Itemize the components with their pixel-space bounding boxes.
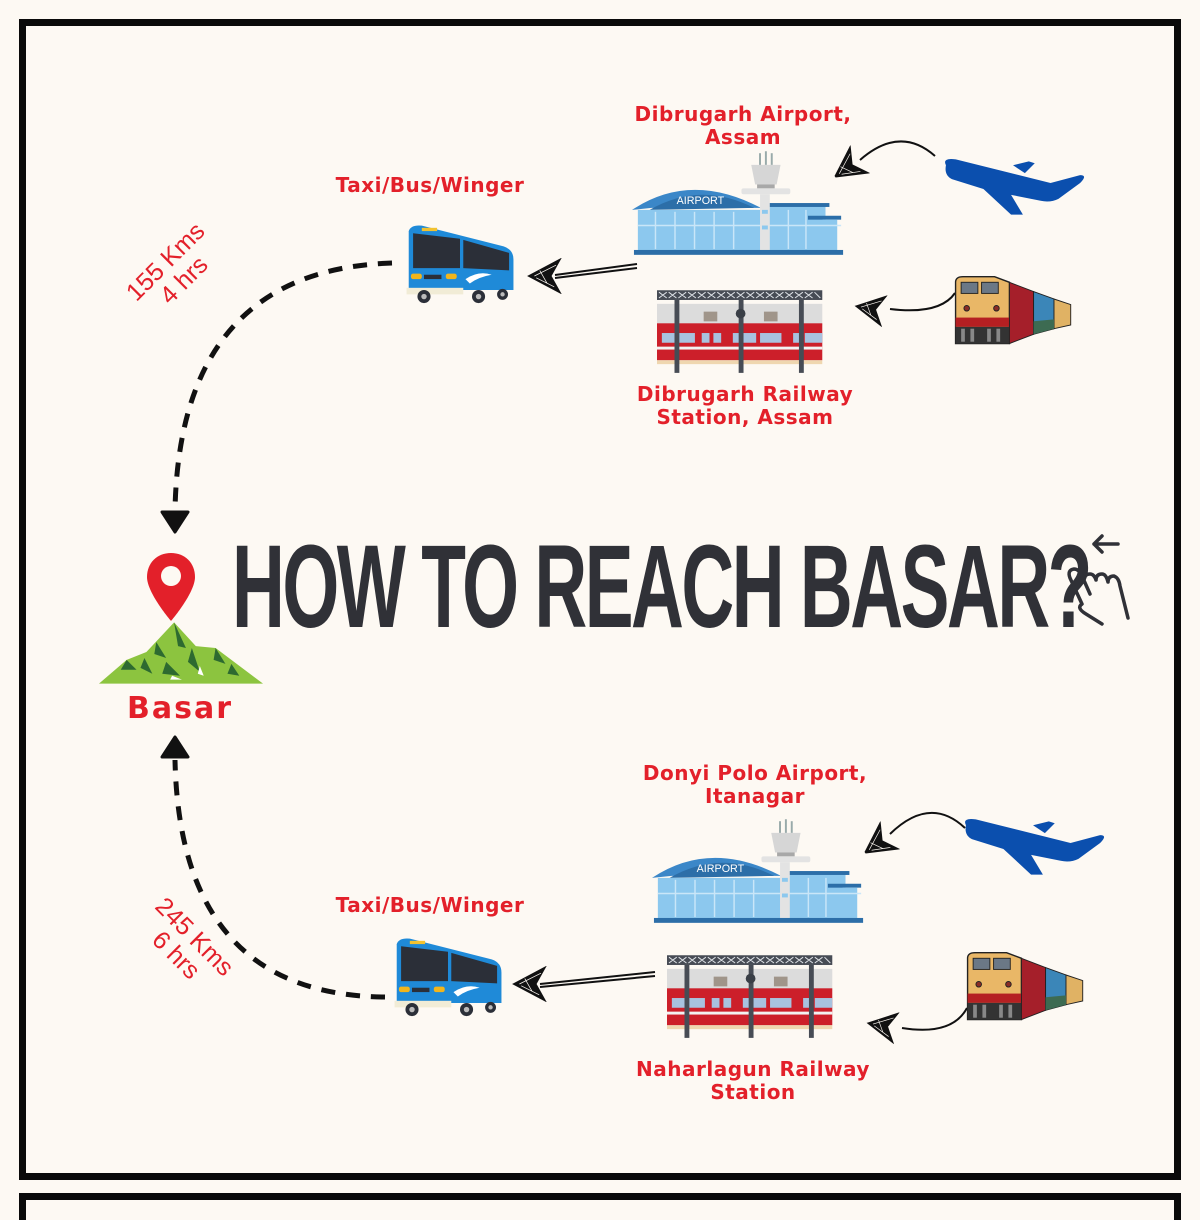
south-airport-label: Donyi Polo Airport, Itanagar: [642, 761, 868, 808]
bus-icon: [388, 935, 508, 1023]
curved-arrow-to-airport: [855, 812, 966, 867]
page-title: HOW TO REACH BASAR?: [232, 521, 1092, 653]
curved-arrow-to-airport: [825, 140, 936, 191]
map-pin-icon: [147, 553, 195, 621]
airplane-icon: [942, 155, 1090, 215]
airplane-icon: [962, 815, 1110, 875]
curved-arrow-to-station-north: [852, 291, 956, 327]
curved-arrow-to-station-south: [864, 1007, 968, 1044]
north-railway-label: Dibrugarh Railway Station, Assam: [636, 382, 854, 429]
arrow-to-bus-south: [513, 966, 656, 1002]
south-transport-label: Taxi/Bus/Winger: [335, 893, 525, 917]
train-icon: [962, 948, 1092, 1028]
railway-station-icon: [667, 955, 842, 1043]
arrow-to-bus-north: [528, 258, 638, 294]
outer-frame: [19, 19, 1181, 1180]
north-airport-label: Dibrugarh Airport, Assam: [634, 102, 852, 149]
train-icon: [950, 272, 1080, 352]
bus-icon: [400, 222, 520, 310]
airport-building-icon: [652, 818, 867, 928]
pointing-hand-icon: [1067, 534, 1130, 626]
railway-station-icon: [657, 290, 832, 378]
destination-label: Basar: [126, 691, 233, 726]
south-railway-label: Naharlagun Railway Station: [636, 1057, 870, 1104]
north-transport-label: Taxi/Bus/Winger: [335, 173, 525, 197]
airport-building-icon: [632, 150, 847, 260]
